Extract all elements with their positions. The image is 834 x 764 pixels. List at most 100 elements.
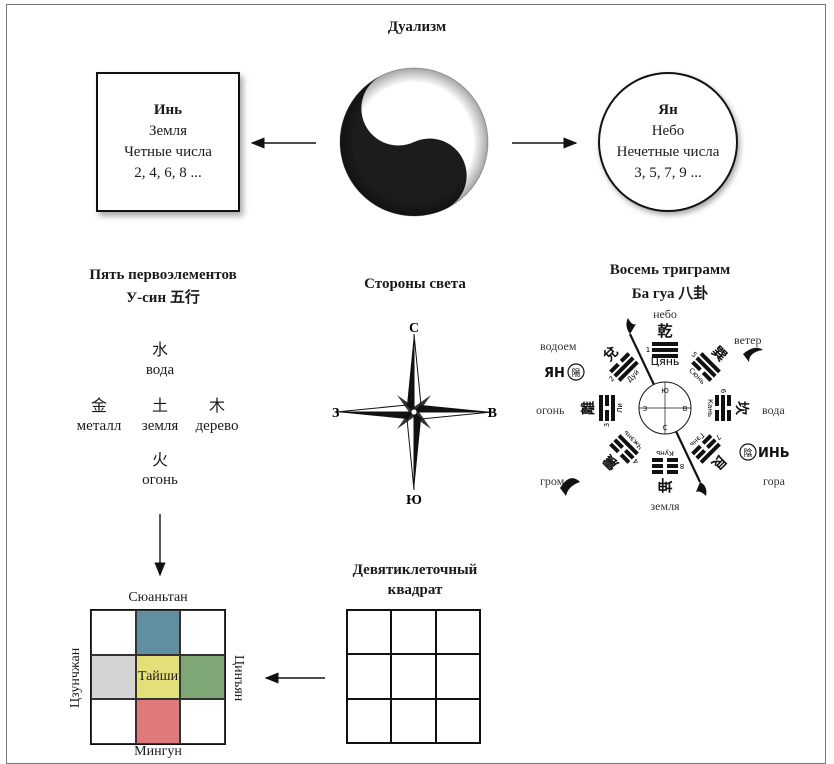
trigram-qian: 乾 Цянь 1 <box>646 322 680 368</box>
compass-rose-icon: С Ю З В <box>332 321 497 506</box>
label-fire: огонь <box>536 403 565 417</box>
yang-line-numbers: 3, 5, 7, 9 ... <box>634 165 702 181</box>
cross-cell-empty <box>91 610 136 655</box>
grid-cell <box>391 610 436 655</box>
svg-text:Цянь: Цянь <box>651 355 680 368</box>
yin-line-numbers: 2, 4, 6, 8 ... <box>134 165 202 181</box>
fire-hanzi: 火 <box>151 450 168 469</box>
water-hanzi: 水 <box>151 340 168 359</box>
svg-text:4: 4 <box>631 456 640 465</box>
nine-cell-grid <box>346 609 481 744</box>
grid-cell <box>347 654 392 699</box>
label-lake: водоем <box>540 339 577 353</box>
yin-yang-icon <box>339 67 489 217</box>
svg-text:Ли: Ли <box>616 403 624 413</box>
svg-text:Сюнь: Сюнь <box>687 366 706 385</box>
five-elements-title: Пять первоэлементов <box>89 267 237 283</box>
svg-text:Гэнь: Гэнь <box>688 431 706 449</box>
svg-text:坤: 坤 <box>657 476 672 494</box>
cross-label-left: Цзунчжан <box>68 647 83 709</box>
cross-label-bottom: Мингун <box>134 744 182 759</box>
svg-text:兌: 兌 <box>600 343 622 365</box>
trigram-li: 離 Ли 3 <box>580 395 624 427</box>
svg-text:震: 震 <box>600 450 623 473</box>
label-thunder: гром <box>540 474 565 488</box>
label-water: вода <box>762 403 785 417</box>
svg-text:Кань: Кань <box>706 399 714 417</box>
yin-seal-icon <box>739 443 757 461</box>
yang-seal-icon <box>567 363 585 381</box>
compass-west: З <box>332 406 339 421</box>
svg-text:6: 6 <box>719 389 727 394</box>
grid-cell <box>435 610 480 655</box>
trigram-kun: 坤 Кунь 8 <box>652 449 684 494</box>
yang-circle: Ян Небо Нечетные числа 3, 5, 7, 9 ... <box>598 72 738 212</box>
brush-icon-lower-left <box>560 478 580 496</box>
label-earth: земля <box>650 499 680 513</box>
yang-line-odd: Нечетные числа <box>616 144 720 160</box>
svg-text:2: 2 <box>608 375 617 384</box>
yang-seal-glyph: 陽 <box>571 368 580 379</box>
earth-hanzi: 土 <box>151 396 168 415</box>
grid-cell <box>391 698 436 743</box>
yin-heading: Инь <box>153 102 183 118</box>
trigram-kan: 坎 Кань 6 <box>706 389 750 421</box>
wood-label: дерево <box>195 418 239 434</box>
grid-cell <box>435 654 480 699</box>
fire-label: огонь <box>142 472 178 488</box>
inner-bottom: С <box>663 424 668 432</box>
cross-cell-top <box>135 610 181 655</box>
cross-label-top: Сюаньтан <box>128 590 188 605</box>
svg-text:5: 5 <box>690 351 699 360</box>
grid-cell <box>391 654 436 699</box>
compass-east: В <box>488 406 497 421</box>
cross-cell-left <box>91 654 136 700</box>
bagua-diagram: небо ветер водоем огонь вода гром гора з… <box>536 307 790 513</box>
cross-center-label: Тайши <box>137 668 179 684</box>
compass-title: Стороны света <box>364 276 466 292</box>
label-yang: ЯН <box>544 366 565 381</box>
trigram-sun: 巽 Сюнь 5 <box>687 344 729 386</box>
element-wood: 木 дерево <box>186 396 248 436</box>
inner-right: В <box>683 405 688 413</box>
element-earth: 土 земля <box>130 396 190 436</box>
five-elements-subtitle: У-син 五行 <box>126 290 200 306</box>
brush-icon-upper-right <box>743 347 763 362</box>
earth-label: земля <box>141 418 179 434</box>
yin-box: Инь Земля Четные числа 2, 4, 6, 8 ... <box>96 72 240 212</box>
cross-cell-center: Тайши <box>135 654 181 700</box>
water-label: вода <box>145 362 175 378</box>
svg-text:坎: 坎 <box>733 401 750 416</box>
metal-label: металл <box>76 418 122 434</box>
cross-cell-right <box>180 654 225 700</box>
svg-text:Кунь: Кунь <box>656 449 674 457</box>
trigram-zhen: 震 Чжэнь 4 <box>600 429 644 473</box>
element-metal: 金 металл <box>66 396 132 436</box>
svg-text:1: 1 <box>646 346 650 354</box>
svg-text:乾: 乾 <box>657 322 672 340</box>
cross-grid: Тайши <box>90 609 226 745</box>
staff-bottom-tassel-icon <box>696 482 707 496</box>
cross-cell-bottom <box>135 699 181 744</box>
wood-hanzi: 木 <box>208 396 225 415</box>
yang-line-sky: Небо <box>651 123 685 139</box>
nine-square-subtitle: квадрат <box>387 582 443 598</box>
metal-hanzi: 金 <box>90 396 107 415</box>
cross-cell-empty <box>180 610 225 655</box>
cross-cell-empty <box>180 699 225 744</box>
element-water: 水 вода <box>130 340 190 380</box>
yang-heading: Ян <box>658 102 678 118</box>
page-title: Дуализм <box>387 19 447 35</box>
label-sky: небо <box>653 307 677 321</box>
yin-seal-glyph: 陰 <box>743 447 752 459</box>
label-yin: ИНЬ <box>758 446 790 461</box>
staff-top-tassel-icon <box>626 318 636 334</box>
nine-square-title: Девятиклеточный <box>352 562 478 578</box>
bagua-subtitle: Ба гуа 八卦 <box>631 286 709 302</box>
compass-north: С <box>409 321 419 336</box>
label-wind: ветер <box>734 333 762 347</box>
label-mountain: гора <box>763 474 786 488</box>
grid-cell <box>347 610 392 655</box>
element-fire: 火 огонь <box>130 450 190 490</box>
